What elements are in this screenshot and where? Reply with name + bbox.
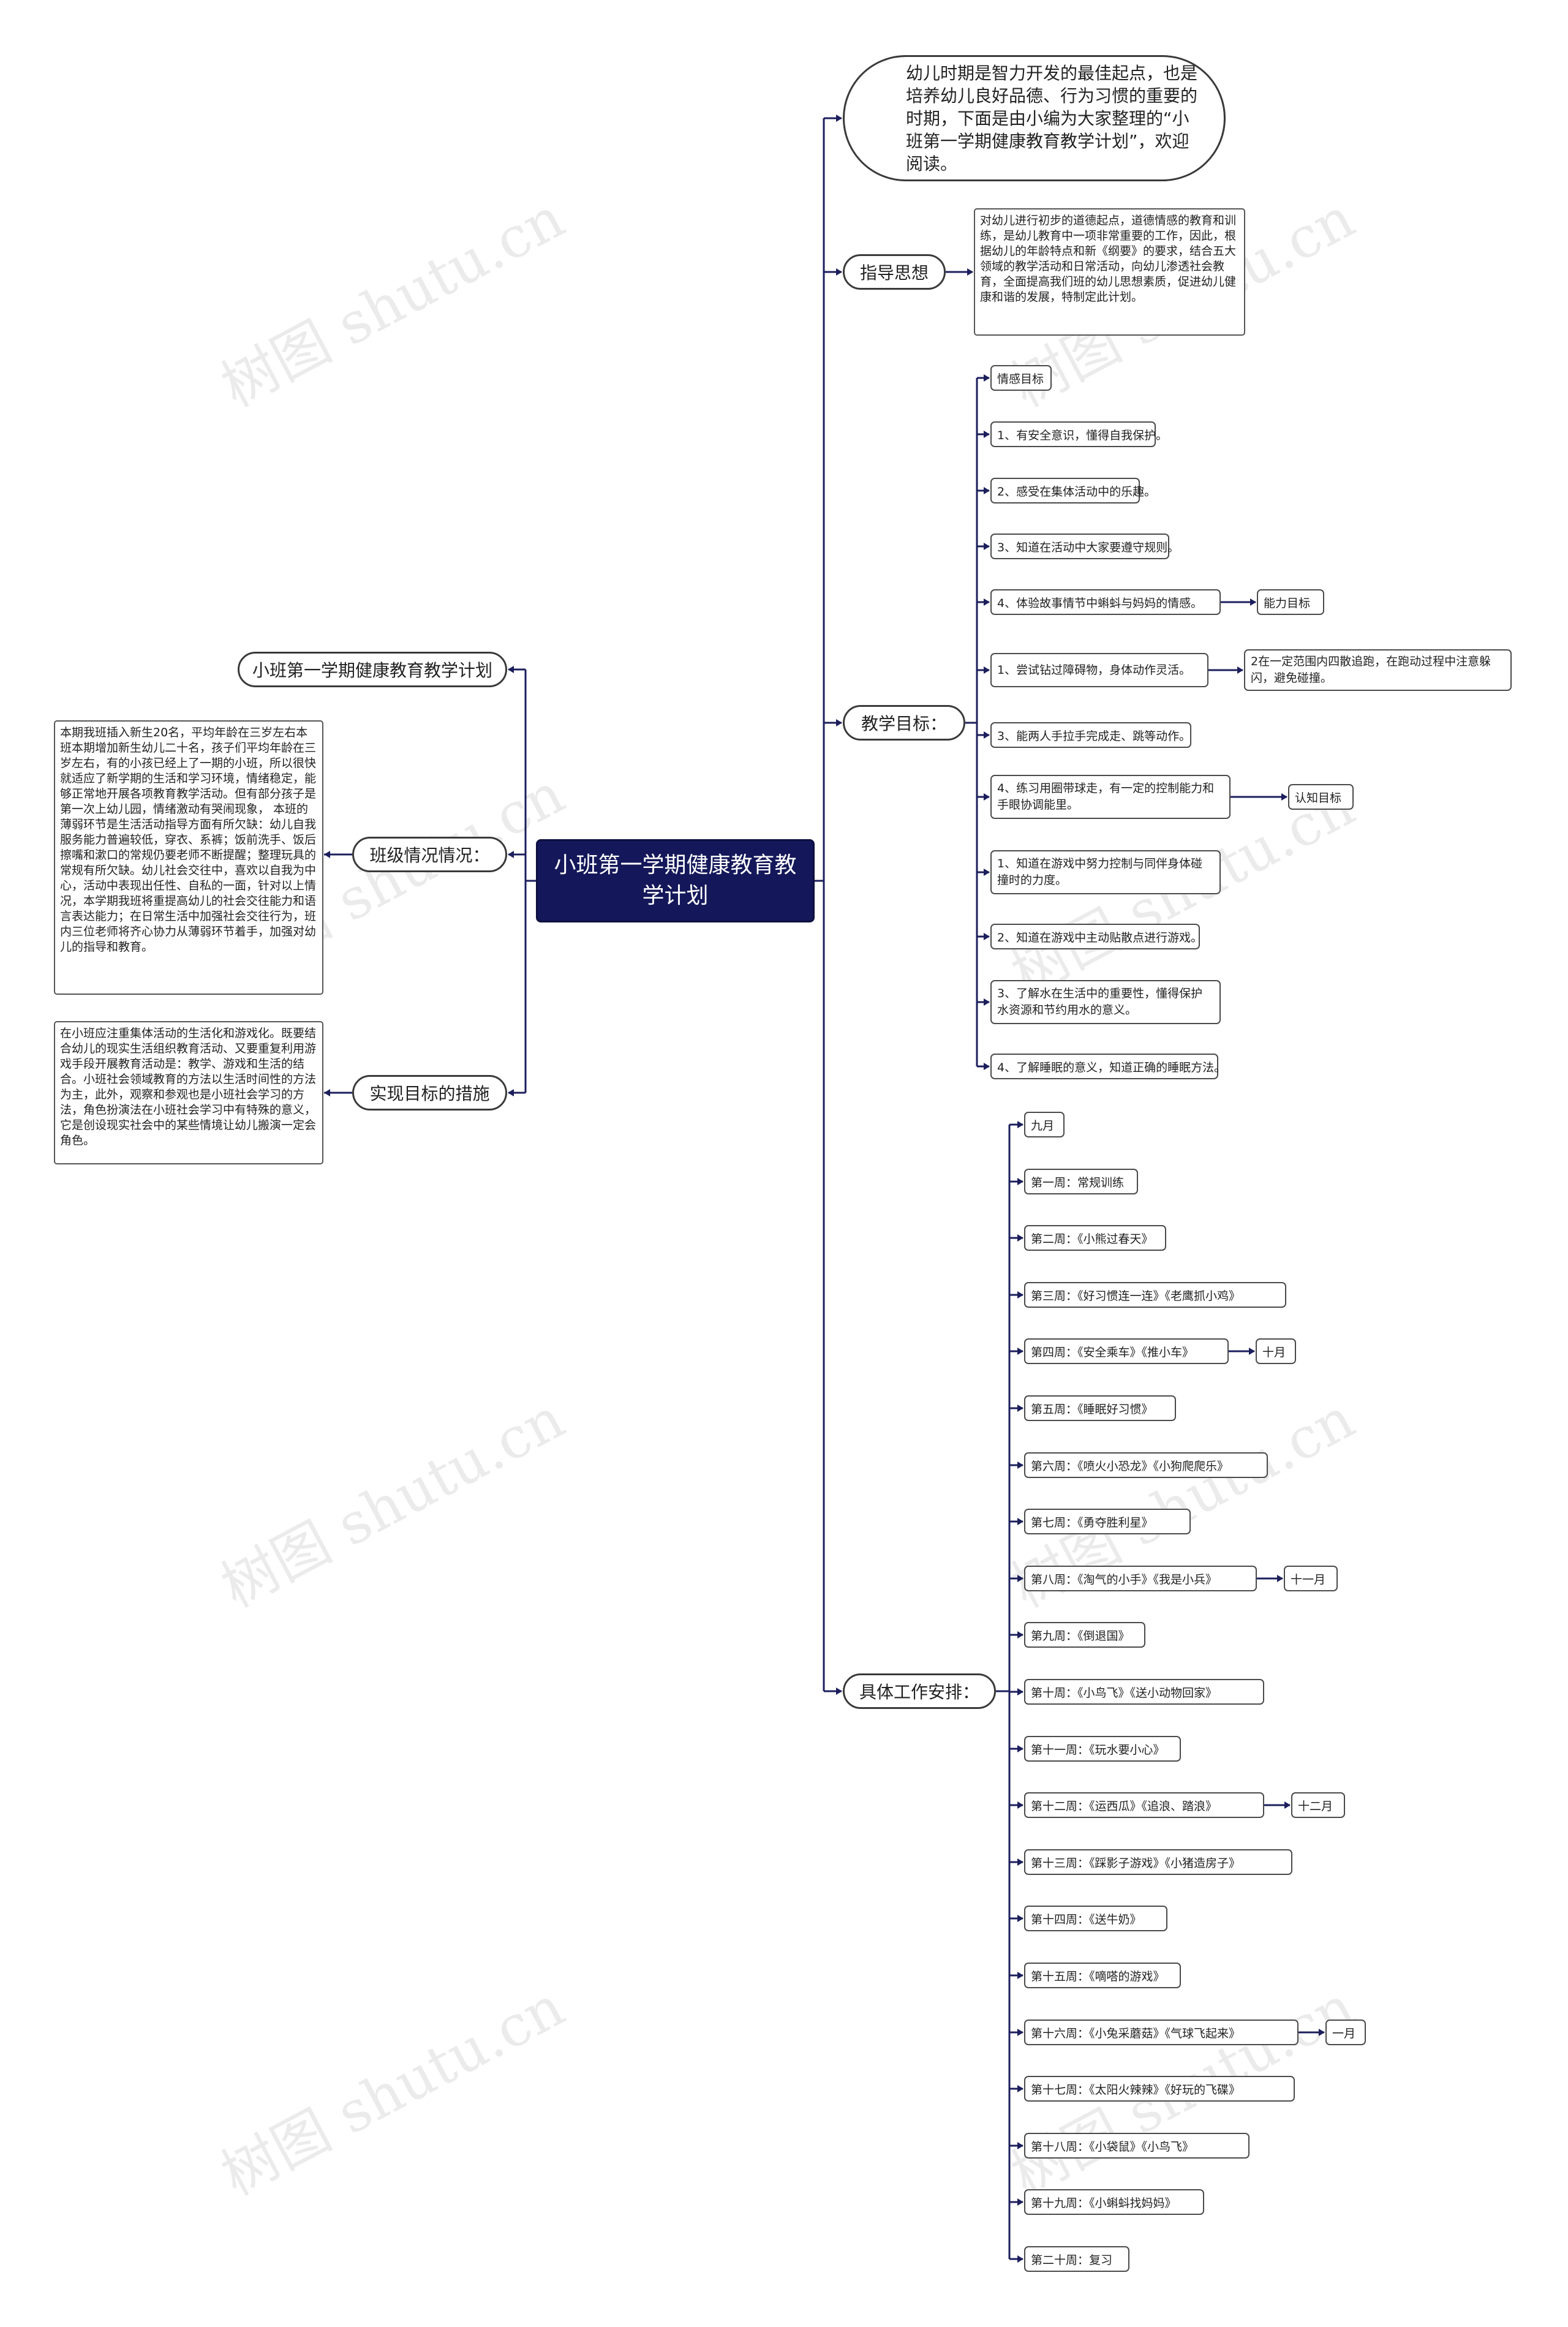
schedule-item[interactable]: 第十九周：《小蝌蚪找妈妈》 bbox=[1024, 2189, 1204, 2215]
intro-bubble[interactable]: 幼儿时期是智力开发的最佳起点，也是培养幼儿良好品德、行为习惯的重要的时期，下面是… bbox=[843, 55, 1226, 181]
schedule-node[interactable]: 具体工作安排： bbox=[843, 1673, 996, 1709]
schedule-item[interactable]: 第一周：常规训练 bbox=[1024, 1169, 1138, 1194]
schedule-item[interactable]: 第七周：《勇夺胜利星》 bbox=[1024, 1509, 1191, 1534]
schedule-item[interactable]: 第五周：《睡眠好习惯》 bbox=[1024, 1395, 1176, 1421]
goal-sub-item[interactable]: 认知目标 bbox=[1288, 784, 1354, 810]
goal-item[interactable]: 1、尝试钻过障碍物，身体动作灵活。 bbox=[990, 653, 1208, 687]
schedule-item[interactable]: 第十四周：《送牛奶》 bbox=[1024, 1906, 1167, 1931]
goal-item[interactable]: 4、了解睡眠的意义，知道正确的睡眠方法。 bbox=[990, 1054, 1226, 1079]
schedule-sub-item[interactable]: 一月 bbox=[1325, 2020, 1366, 2045]
goal-item[interactable]: 4、体验故事情节中蝌蚪与妈妈的情感。 bbox=[990, 589, 1221, 615]
goal-sub-item[interactable]: 2在一定范围内四散追跑，在跑动过程中注意躲闪，避免碰撞。 bbox=[1244, 649, 1512, 691]
guiding-note[interactable]: 对幼儿进行初步的道德起点，道德情感的教育和训练，是幼儿教育中一项非常重要的工作，… bbox=[974, 208, 1245, 336]
schedule-item[interactable]: 第四周：《安全乘车》《推小车》 bbox=[1024, 1338, 1229, 1364]
goal-item[interactable]: 情感目标 bbox=[990, 365, 1052, 391]
goal-item[interactable]: 3、知道在活动中大家要遵守规则。 bbox=[990, 534, 1179, 559]
class-situation-note[interactable]: 本期我班插入新生20名，平均年龄在三岁左右本班本期增加新生幼儿二十名，孩子们平均… bbox=[54, 720, 323, 995]
goal-sub-item[interactable]: 能力目标 bbox=[1257, 589, 1324, 615]
schedule-item[interactable]: 第二十周：复习 bbox=[1024, 2246, 1129, 2272]
schedule-item[interactable]: 第九周：《倒退国》 bbox=[1024, 1622, 1145, 1648]
schedule-sub-item[interactable]: 十月 bbox=[1256, 1338, 1296, 1364]
goal-item[interactable]: 3、能两人手拉手完成走、跳等动作。 bbox=[990, 722, 1191, 748]
schedule-item[interactable]: 第十七周：《太阳火辣辣》《好玩的飞碟》 bbox=[1024, 2076, 1295, 2102]
schedule-item[interactable]: 第十三周：《踩影子游戏》《小猪造房子》 bbox=[1024, 1849, 1292, 1875]
class-situation-node[interactable]: 班级情况情况： bbox=[352, 837, 507, 872]
goal-item[interactable]: 4、练习用圈带球走，有一定的控制能力和手眼协调能里。 bbox=[990, 775, 1231, 819]
goal-item[interactable]: 2、知道在游戏中主动贴散点进行游戏。 bbox=[990, 924, 1202, 949]
schedule-item[interactable]: 九月 bbox=[1024, 1112, 1065, 1137]
schedule-item[interactable]: 第十六周：《小兔采蘑菇》《气球飞起来》 bbox=[1024, 2020, 1298, 2045]
schedule-item[interactable]: 第十二周：《运西瓜》《追浪、踏浪》 bbox=[1024, 1792, 1264, 1818]
schedule-item[interactable]: 第十五周：《嘀嗒的游戏》 bbox=[1024, 1963, 1181, 1988]
schedule-item[interactable]: 第十八周：《小袋鼠》《小鸟飞》 bbox=[1024, 2133, 1250, 2159]
goal-item[interactable]: 3、了解水在生活中的重要性，懂得保护水资源和节约用水的意义。 bbox=[990, 980, 1221, 1024]
schedule-item[interactable]: 第二周：《小熊过春天》 bbox=[1024, 1225, 1166, 1251]
schedule-item[interactable]: 第十一周：《玩水要小心》 bbox=[1024, 1736, 1181, 1762]
schedule-item[interactable]: 第八周：《淘气的小手》《我是小兵》 bbox=[1024, 1566, 1257, 1591]
schedule-item[interactable]: 第十周：《小鸟飞》《送小动物回家》 bbox=[1024, 1679, 1264, 1705]
left-title-node[interactable]: 小班第一学期健康教育教学计划 bbox=[238, 652, 507, 687]
measures-node[interactable]: 实现目标的措施 bbox=[352, 1075, 507, 1111]
goal-item[interactable]: 2、感受在集体活动中的乐趣。 bbox=[990, 478, 1156, 503]
goals-node[interactable]: 教学目标： bbox=[843, 705, 965, 741]
goal-item[interactable]: 1、有安全意识，懂得自我保护。 bbox=[990, 421, 1167, 447]
schedule-sub-item[interactable]: 十一月 bbox=[1284, 1566, 1338, 1591]
schedule-item[interactable]: 第三周：《好习惯连一连》《老鹰抓小鸡》 bbox=[1024, 1282, 1286, 1308]
schedule-item[interactable]: 第六周：《喷火小恐龙》《小狗爬爬乐》 bbox=[1024, 1452, 1268, 1478]
root-topic[interactable]: 小班第一学期健康教育教学计划 bbox=[536, 839, 815, 922]
goal-item[interactable]: 1、知道在游戏中努力控制与同伴身体碰撞时的力度。 bbox=[990, 850, 1221, 894]
measures-note[interactable]: 在小班应注重集体活动的生活化和游戏化。既要结合幼儿的现实生活组织教育活动、又要重… bbox=[54, 1021, 323, 1164]
schedule-sub-item[interactable]: 十二月 bbox=[1291, 1792, 1345, 1818]
guiding-node[interactable]: 指导思想 bbox=[843, 254, 946, 290]
